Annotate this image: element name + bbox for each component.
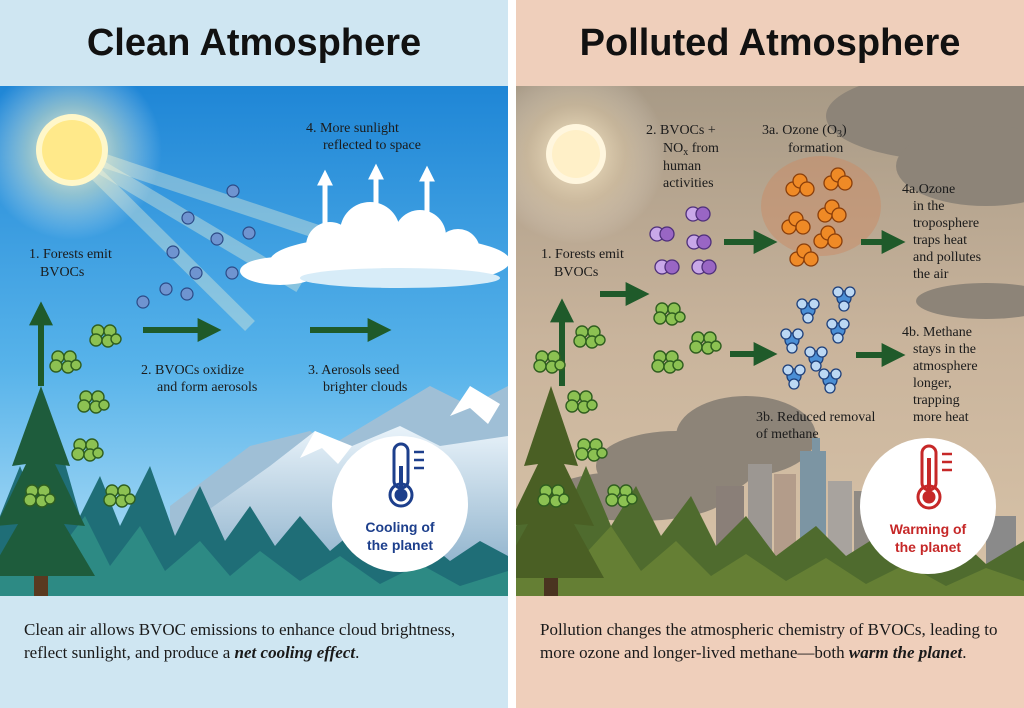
clean-atmosphere-panel: Clean Atmosphere bbox=[0, 0, 508, 708]
thermometer-icon bbox=[916, 444, 952, 510]
caption-text: Pollution changes the atmospheric chemis… bbox=[540, 620, 998, 662]
step4b-label: 4b. Methane bbox=[902, 325, 972, 340]
step2-label: and form aerosols bbox=[157, 380, 257, 395]
caption-emphasis: net cooling effect bbox=[234, 643, 356, 662]
nox-text: NO bbox=[663, 141, 683, 156]
nox-subscript: x bbox=[683, 147, 688, 158]
step4b-label: atmosphere bbox=[913, 359, 978, 374]
step3b-label: 3b. Reduced removal bbox=[756, 410, 875, 425]
polluted-caption: Pollution changes the atmospheric chemis… bbox=[540, 618, 1008, 664]
step3a-label: formation bbox=[788, 141, 843, 156]
snow-cap bbox=[300, 431, 352, 464]
step4a-label: troposphere bbox=[913, 216, 979, 231]
reflection-arrows bbox=[316, 163, 436, 231]
ozone-subscript: 3 bbox=[837, 129, 842, 140]
step3a-label: 3a. Ozone (O3) bbox=[762, 123, 847, 140]
step1-label: 1. Forests emit bbox=[541, 247, 624, 262]
step4a-label: the air bbox=[913, 267, 949, 282]
step4a-label: traps heat bbox=[913, 233, 967, 248]
aerosol-particles bbox=[136, 184, 256, 309]
step2-label: 2. BVOCs + bbox=[646, 123, 716, 138]
badge-line1: Warming of bbox=[890, 521, 967, 537]
caption-end: . bbox=[962, 643, 967, 662]
step1-label: BVOCs bbox=[554, 265, 598, 280]
polluted-scene: Warming of the planet 1. Forests emit BV… bbox=[516, 86, 1024, 596]
cloud-shadow bbox=[300, 268, 500, 288]
caption-emphasis: warm the planet bbox=[848, 643, 963, 662]
polluted-atmosphere-panel: Polluted Atmosphere bbox=[516, 0, 1024, 708]
clean-caption: Clean air allows BVOC emissions to enhan… bbox=[24, 618, 492, 664]
cooling-badge: Cooling of the planet bbox=[332, 436, 468, 572]
step4-label: reflected to space bbox=[323, 138, 421, 153]
badge-line1: Cooling of bbox=[365, 519, 435, 535]
smoke-clouds bbox=[546, 86, 1024, 521]
step4b-label: trapping bbox=[913, 393, 960, 408]
step4b-label: longer, bbox=[913, 376, 952, 391]
caption-text: Clean air allows BVOC emissions to enhan… bbox=[24, 620, 456, 662]
thermometer-icon bbox=[388, 442, 424, 508]
process-arrows bbox=[600, 230, 906, 367]
clean-panel-title: Clean Atmosphere bbox=[86, 22, 422, 64]
step2-label: human bbox=[663, 159, 701, 174]
step3-label: 3. Aerosols seed bbox=[308, 363, 399, 378]
ozone-paren: ) bbox=[842, 123, 847, 138]
bvoc-nox-molecule-icon bbox=[649, 206, 717, 275]
step1-label: 1. Forests emit bbox=[29, 247, 112, 262]
badge-line2: the planet bbox=[895, 539, 961, 555]
badge-line2: the planet bbox=[367, 537, 433, 553]
step4-label: 4. More sunlight bbox=[306, 121, 399, 136]
ozone-molecule-icon bbox=[781, 167, 853, 267]
caption-end: . bbox=[355, 643, 360, 662]
step3-label: brighter clouds bbox=[323, 380, 407, 395]
snow-cap bbox=[450, 386, 500, 424]
clean-scene: Cooling of the planet 1. Forests emit BV… bbox=[0, 86, 508, 596]
sun-icon bbox=[516, 86, 666, 244]
step4b-label: stays in the bbox=[913, 342, 976, 357]
ozone-text: 3a. Ozone (O bbox=[762, 123, 837, 138]
step2-label: 2. BVOCs oxidize bbox=[141, 363, 244, 378]
warming-badge: Warming of the planet bbox=[860, 438, 996, 574]
pine-tree-icon bbox=[516, 386, 604, 596]
step4a-label: in the bbox=[913, 199, 945, 214]
step1-label: BVOCs bbox=[40, 265, 84, 280]
bvoc-molecule-icon bbox=[23, 324, 136, 508]
step2-label: NOx from bbox=[663, 141, 719, 158]
pine-tree-icon bbox=[0, 386, 95, 596]
step4a-label: 4a.Ozone bbox=[902, 182, 955, 197]
step4b-label: more heat bbox=[913, 410, 969, 425]
methane-molecule-icon bbox=[780, 286, 856, 394]
polluted-panel-title: Polluted Atmosphere bbox=[579, 22, 961, 64]
bvoc-molecule-icon bbox=[533, 302, 722, 508]
nox-rest: from bbox=[688, 141, 719, 156]
step4a-label: and pollutes bbox=[913, 250, 981, 265]
step2-label: activities bbox=[663, 176, 714, 191]
step3b-label: of methane bbox=[756, 427, 819, 442]
